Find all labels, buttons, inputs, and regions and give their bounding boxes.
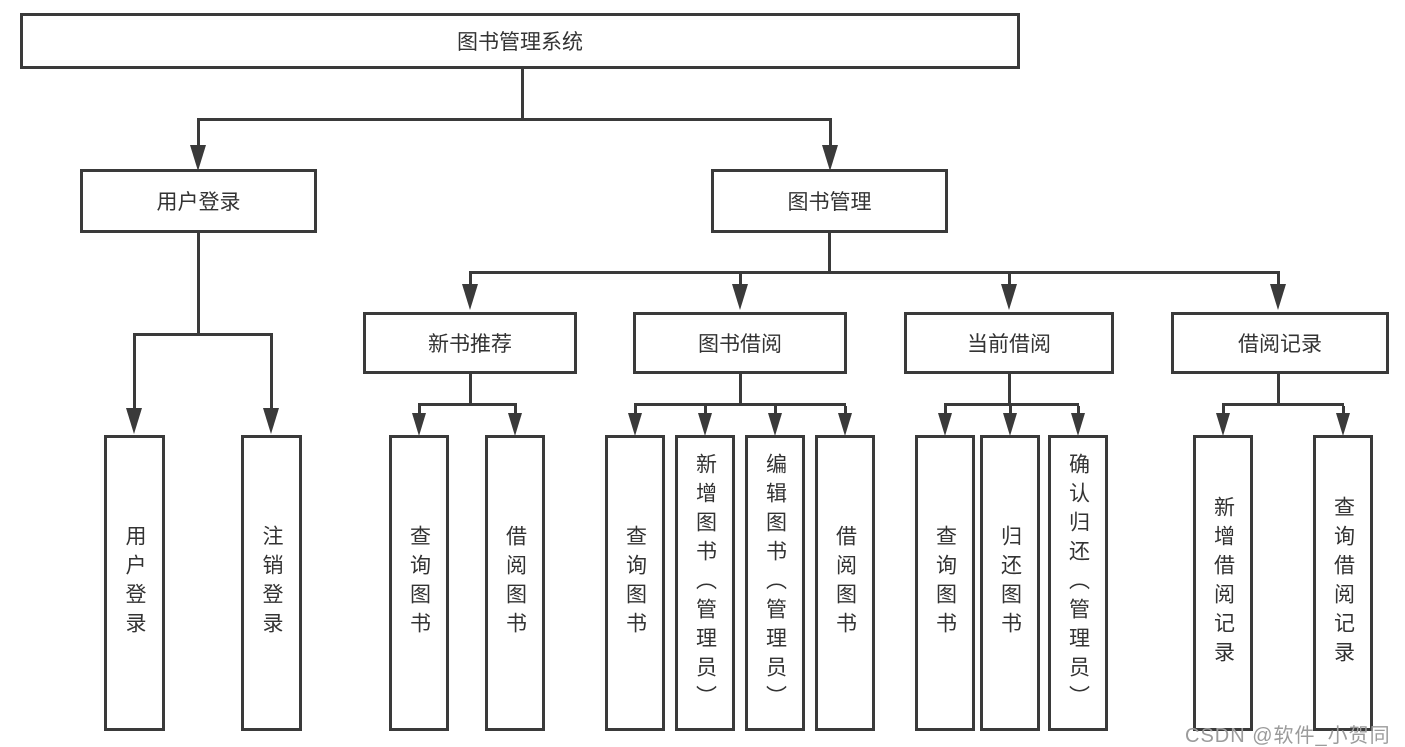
connector-stem bbox=[1222, 406, 1225, 415]
arrow-down-icon bbox=[732, 284, 748, 310]
arrow-down-icon bbox=[462, 284, 478, 310]
arrow-down-icon bbox=[1336, 413, 1350, 436]
connector-stem bbox=[739, 274, 742, 286]
connector-stem bbox=[514, 406, 517, 415]
arrow-down-icon bbox=[1270, 284, 1286, 310]
node-borrow-book: 借阅图书 bbox=[485, 435, 545, 731]
node-borrow-records: 借阅记录 bbox=[1171, 312, 1389, 374]
node-book-management: 图书管理 bbox=[711, 169, 948, 233]
connector-stem-user-login bbox=[197, 121, 200, 147]
node-current-borrow: 当前借阅 bbox=[904, 312, 1114, 374]
connector-userlogin-branch bbox=[133, 333, 273, 336]
node-logout-leaf: 注销登录 bbox=[241, 435, 302, 731]
connector-group-trunk bbox=[1008, 374, 1011, 406]
connector-root-branch bbox=[197, 118, 832, 121]
connector-root-trunk bbox=[521, 69, 524, 121]
arrow-down-icon bbox=[1216, 413, 1230, 436]
node-confirm-return-admin: 确认归还（管理员） bbox=[1048, 435, 1108, 731]
node-book-borrow: 图书借阅 bbox=[633, 312, 847, 374]
arrow-down-icon bbox=[1001, 284, 1017, 310]
node-user-login-leaf: 用户登录 bbox=[104, 435, 165, 731]
connector-group-trunk bbox=[1277, 374, 1280, 406]
connector-stem bbox=[418, 406, 421, 415]
connector-group-trunk bbox=[469, 374, 472, 406]
connector-stem bbox=[1009, 406, 1012, 415]
connector-stem bbox=[634, 406, 637, 415]
arrow-down-icon bbox=[938, 413, 952, 436]
arrow-down-icon bbox=[628, 413, 642, 436]
arrow-down-icon bbox=[190, 145, 206, 171]
watermark: CSDN @软件_小贺同学 bbox=[1185, 725, 1391, 747]
arrow-down-icon bbox=[822, 145, 838, 171]
node-return-book: 归还图书 bbox=[980, 435, 1040, 731]
node-query-book: 查询图书 bbox=[915, 435, 975, 731]
connector-group-trunk bbox=[739, 374, 742, 406]
connector-stem bbox=[704, 406, 707, 415]
node-query-book: 查询图书 bbox=[605, 435, 665, 731]
connector-stem bbox=[1077, 406, 1080, 415]
node-borrow-book: 借阅图书 bbox=[815, 435, 875, 731]
arrow-down-icon bbox=[698, 413, 712, 436]
connector-stem bbox=[944, 406, 947, 415]
connector-stem bbox=[133, 336, 136, 410]
arrow-down-icon bbox=[1003, 413, 1017, 436]
arrow-down-icon bbox=[768, 413, 782, 436]
node-new-book-recommend: 新书推荐 bbox=[363, 312, 577, 374]
connector-userlogin-trunk bbox=[197, 233, 200, 335]
connector-stem-book-mgmt bbox=[829, 121, 832, 147]
connector-stem bbox=[270, 336, 273, 410]
connector-stem bbox=[1008, 274, 1011, 286]
arrow-down-icon bbox=[838, 413, 852, 436]
connector-group-branch bbox=[944, 403, 1079, 406]
connector-stem bbox=[1342, 406, 1345, 415]
node-query-borrow-record: 查询借阅记录 bbox=[1313, 435, 1373, 731]
connector-group-branch bbox=[634, 403, 846, 406]
arrow-down-icon bbox=[1071, 413, 1085, 436]
arrow-down-icon bbox=[126, 408, 142, 434]
node-add-borrow-record: 新增借阅记录 bbox=[1193, 435, 1253, 731]
node-query-book: 查询图书 bbox=[389, 435, 449, 731]
node-add-book-admin: 新增图书（管理员） bbox=[675, 435, 735, 731]
connector-stem bbox=[844, 406, 847, 415]
connector-bookmgmt-branch bbox=[469, 271, 1280, 274]
connector-stem bbox=[774, 406, 777, 415]
node-library-system: 图书管理系统 bbox=[20, 13, 1020, 69]
connector-group-branch bbox=[418, 403, 517, 406]
connector-group-branch bbox=[1222, 403, 1344, 406]
arrow-down-icon bbox=[508, 413, 522, 436]
connector-stem bbox=[469, 274, 472, 286]
node-edit-book-admin: 编辑图书（管理员） bbox=[745, 435, 805, 731]
connector-bookmgmt-trunk bbox=[828, 233, 831, 274]
node-user-login: 用户登录 bbox=[80, 169, 317, 233]
connector-stem bbox=[1277, 274, 1280, 286]
arrow-down-icon bbox=[263, 408, 279, 434]
arrow-down-icon bbox=[412, 413, 426, 436]
